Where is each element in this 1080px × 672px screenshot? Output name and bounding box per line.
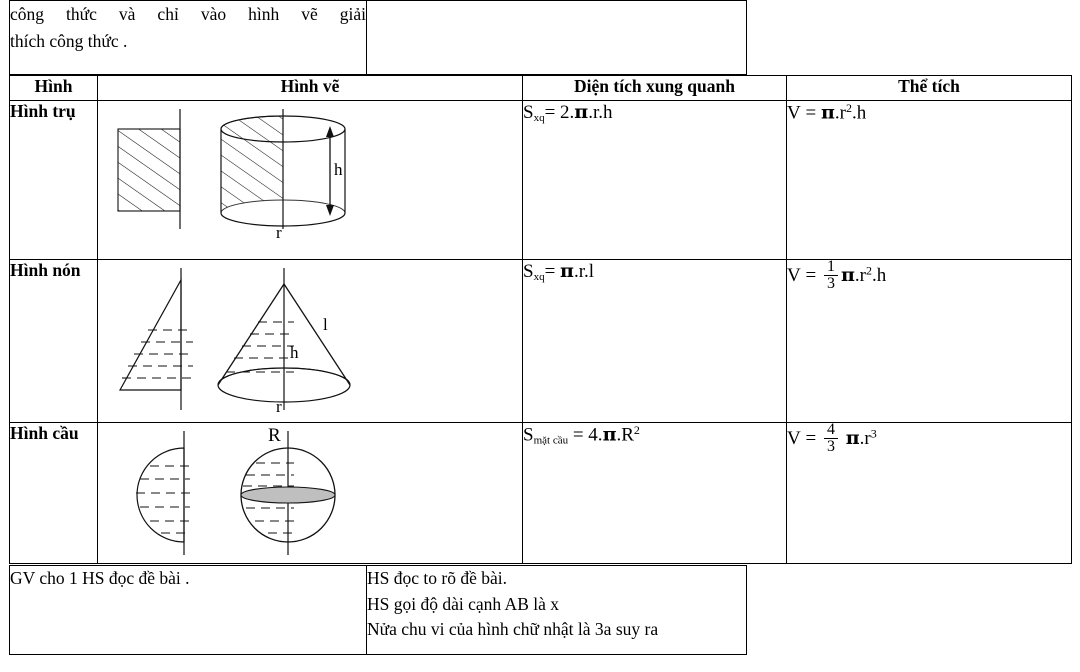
symbol-V: V <box>787 265 801 287</box>
symbol-V: V <box>787 428 801 450</box>
table-row-notes: GV cho 1 HS đọc đề bài . HS đọc to rõ đề… <box>9 565 1072 655</box>
cone-svg: h l r <box>118 268 351 416</box>
equals: = 4. <box>568 424 603 446</box>
fraction-numerator: 1 <box>826 258 835 275</box>
subscript-xq: xq <box>533 271 545 284</box>
symbol-S: S <box>523 261 534 282</box>
notes-teacher-line: GV cho 1 HS đọc đề bài . <box>10 568 190 588</box>
equals: = <box>805 102 821 124</box>
cylinder-svg: h r <box>117 109 346 242</box>
variable: .r <box>834 102 846 124</box>
equals: = <box>805 428 821 450</box>
notes-student-line-2: HS gọi độ dài cạnh AB là x <box>367 593 559 614</box>
label-radius: r <box>276 223 282 242</box>
cylinder-figure: h r <box>98 101 522 259</box>
intro-line-1: công thức và chỉ vào hình vẽ giải <box>10 4 366 24</box>
exponent: 2 <box>865 263 872 278</box>
shape-name-sphere: Hình cầu <box>9 422 98 564</box>
fraction-denominator: 3 <box>823 275 838 292</box>
drawing-cell-sphere: R <box>97 422 523 564</box>
table-row: công thức và chỉ vào hình vẽ giải thích … <box>9 0 1072 75</box>
header-drawing: Hình vẽ <box>97 75 523 101</box>
intro-table: công thức và chỉ vào hình vẽ giải thích … <box>9 0 1072 75</box>
formula-volume-cylinder: V = π.r2.h <box>786 100 1072 260</box>
pi-symbol: π <box>820 101 835 124</box>
shape-name-cylinder: Hình trụ <box>9 100 98 260</box>
formula-surface-sphere: Smặt cầu = 4.π.R2 <box>522 422 787 564</box>
equals: = <box>544 261 561 282</box>
pi-symbol: π <box>574 101 589 123</box>
notes-student-line-3: Nửa chu vi của hình chữ nhật là 3a suy r… <box>367 619 659 640</box>
exponent: 2 <box>845 101 852 115</box>
notes-blank-cell <box>747 566 1072 655</box>
intro-spacer-cell <box>747 1 1072 75</box>
label-slant: l <box>323 315 328 334</box>
variable: .r <box>859 428 871 450</box>
pi-symbol: π <box>602 423 617 446</box>
label-radius: R <box>268 425 281 446</box>
variable: .r <box>854 265 866 287</box>
intro-text-cell: công thức và chỉ vào hình vẽ giải thích … <box>9 0 367 75</box>
cone-figure: h l r <box>98 260 522 422</box>
notes-table: GV cho 1 HS đọc đề bài . HS đọc to rõ đề… <box>9 565 1072 655</box>
shapes-table: Hình Hình vẽ Diện tích xung quanh Thể tí… <box>9 75 1072 564</box>
table-row-cone: Hình nón <box>9 258 1072 423</box>
formula-rest: .h <box>851 102 867 124</box>
pi-symbol: π <box>845 427 860 450</box>
pi-symbol: π <box>560 260 574 282</box>
label-radius: r <box>276 397 282 416</box>
table-header-row: Hình Hình vẽ Diện tích xung quanh Thể tí… <box>9 75 1072 101</box>
header-volume: Thể tích <box>786 75 1072 101</box>
equals: = <box>805 265 821 287</box>
subscript-mat-cau: mặt cầu <box>533 434 569 447</box>
header-shape: Hình <box>9 75 98 101</box>
formula-lateral-cylinder: Sxq= 2.π.r.h <box>522 100 787 260</box>
shape-name-cone: Hình nón <box>9 259 98 423</box>
symbol-S: S <box>523 102 534 123</box>
label-height: h <box>334 160 343 179</box>
fraction-denominator: 3 <box>823 438 838 455</box>
label-height: h <box>290 343 299 362</box>
intro-line-2: thích công thức . <box>10 31 128 52</box>
sphere-svg: R <box>136 425 336 555</box>
notes-student-cell: HS đọc to rõ đề bài. HS gọi độ dài cạnh … <box>366 565 747 655</box>
exponent: 3 <box>870 426 877 441</box>
subscript-xq: xq <box>533 112 545 125</box>
drawing-cell-cone: h l r <box>97 259 523 423</box>
formula-rest: .r.h <box>588 102 613 123</box>
sphere-figure: R <box>98 423 522 563</box>
symbol-V: V <box>787 102 801 124</box>
notes-teacher-cell: GV cho 1 HS đọc đề bài . <box>9 565 367 655</box>
table-row-sphere: Hình cầu <box>9 421 1072 564</box>
formula-rest: .h <box>871 265 887 287</box>
header-lateral-area: Diện tích xung quanh <box>522 75 787 101</box>
pi-symbol: π <box>840 264 855 287</box>
intro-blank-cell <box>366 0 747 75</box>
fraction-numerator: 4 <box>826 421 835 438</box>
symbol-S: S <box>523 424 534 446</box>
notes-student-line-1: HS đọc to rõ đề bài. <box>367 568 507 588</box>
formula-rest: .r.l <box>573 261 595 282</box>
exponent: 2 <box>633 423 640 437</box>
drawing-cell-cylinder: h r <box>97 100 523 260</box>
formula-lateral-cone: Sxq= π.r.l <box>522 259 787 423</box>
table-row-cylinder: Hình trụ <box>9 100 1072 260</box>
equals: = 2. <box>544 102 575 123</box>
formula-rest: .R <box>616 424 634 446</box>
